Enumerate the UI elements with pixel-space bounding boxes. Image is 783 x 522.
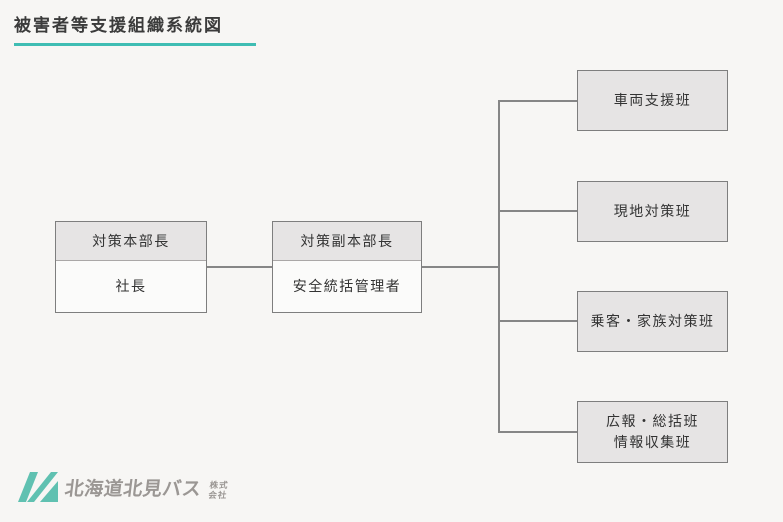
connector-vertical-spine: [498, 100, 500, 433]
logo-k-icon: [18, 472, 58, 502]
company-name: 北海道北見バス: [63, 478, 203, 500]
connector-hq-to-deputy: [206, 266, 272, 268]
deputy-chief-box-body: 安全統括管理者: [273, 261, 421, 311]
team-label-line2: 情報収集班: [613, 434, 692, 450]
hq-chief-holder: 社長: [115, 278, 147, 294]
deputy-chief-title: 対策副本部長: [300, 233, 394, 249]
deputy-chief-box: 対策副本部長 安全統括管理者: [272, 221, 422, 313]
connector-stub-onsite-team: [498, 210, 577, 212]
page-title: 被害者等支援組織系統図: [14, 16, 223, 35]
deputy-chief-box-header: 対策副本部長: [273, 222, 421, 261]
hq-chief-box-body: 社長: [56, 261, 206, 311]
hq-chief-box: 対策本部長 社長: [55, 221, 207, 313]
company-suffix: 株式 会社: [207, 479, 229, 500]
connector-stub-pr-team: [498, 431, 577, 433]
connector-deputy-to-spine: [421, 266, 498, 268]
team-label: 車両支援班: [613, 92, 692, 108]
title-underline: [14, 43, 256, 46]
company-suffix-line2: 会社: [207, 490, 228, 500]
team-box-onsite-countermeasures: 現地対策班: [577, 181, 728, 242]
hq-chief-box-header: 対策本部長: [56, 222, 206, 261]
team-label-line1: 広報・総括班: [606, 413, 699, 429]
deputy-chief-holder: 安全統括管理者: [292, 278, 402, 294]
company-logo: 北海道北見バス 株式 会社: [18, 470, 229, 504]
team-box-pr-info-gathering: 広報・総括班 情報収集班: [577, 401, 728, 463]
team-box-passenger-family: 乗客・家族対策班: [577, 291, 728, 352]
company-suffix-line1: 株式: [208, 479, 229, 490]
team-label: 現地対策班: [613, 203, 692, 219]
connector-stub-vehicle-team: [498, 100, 577, 102]
connector-stub-family-team: [498, 320, 577, 322]
team-label: 乗客・家族対策班: [590, 313, 715, 329]
team-box-vehicle-support: 車両支援班: [577, 70, 728, 131]
hq-chief-title: 対策本部長: [92, 233, 170, 249]
